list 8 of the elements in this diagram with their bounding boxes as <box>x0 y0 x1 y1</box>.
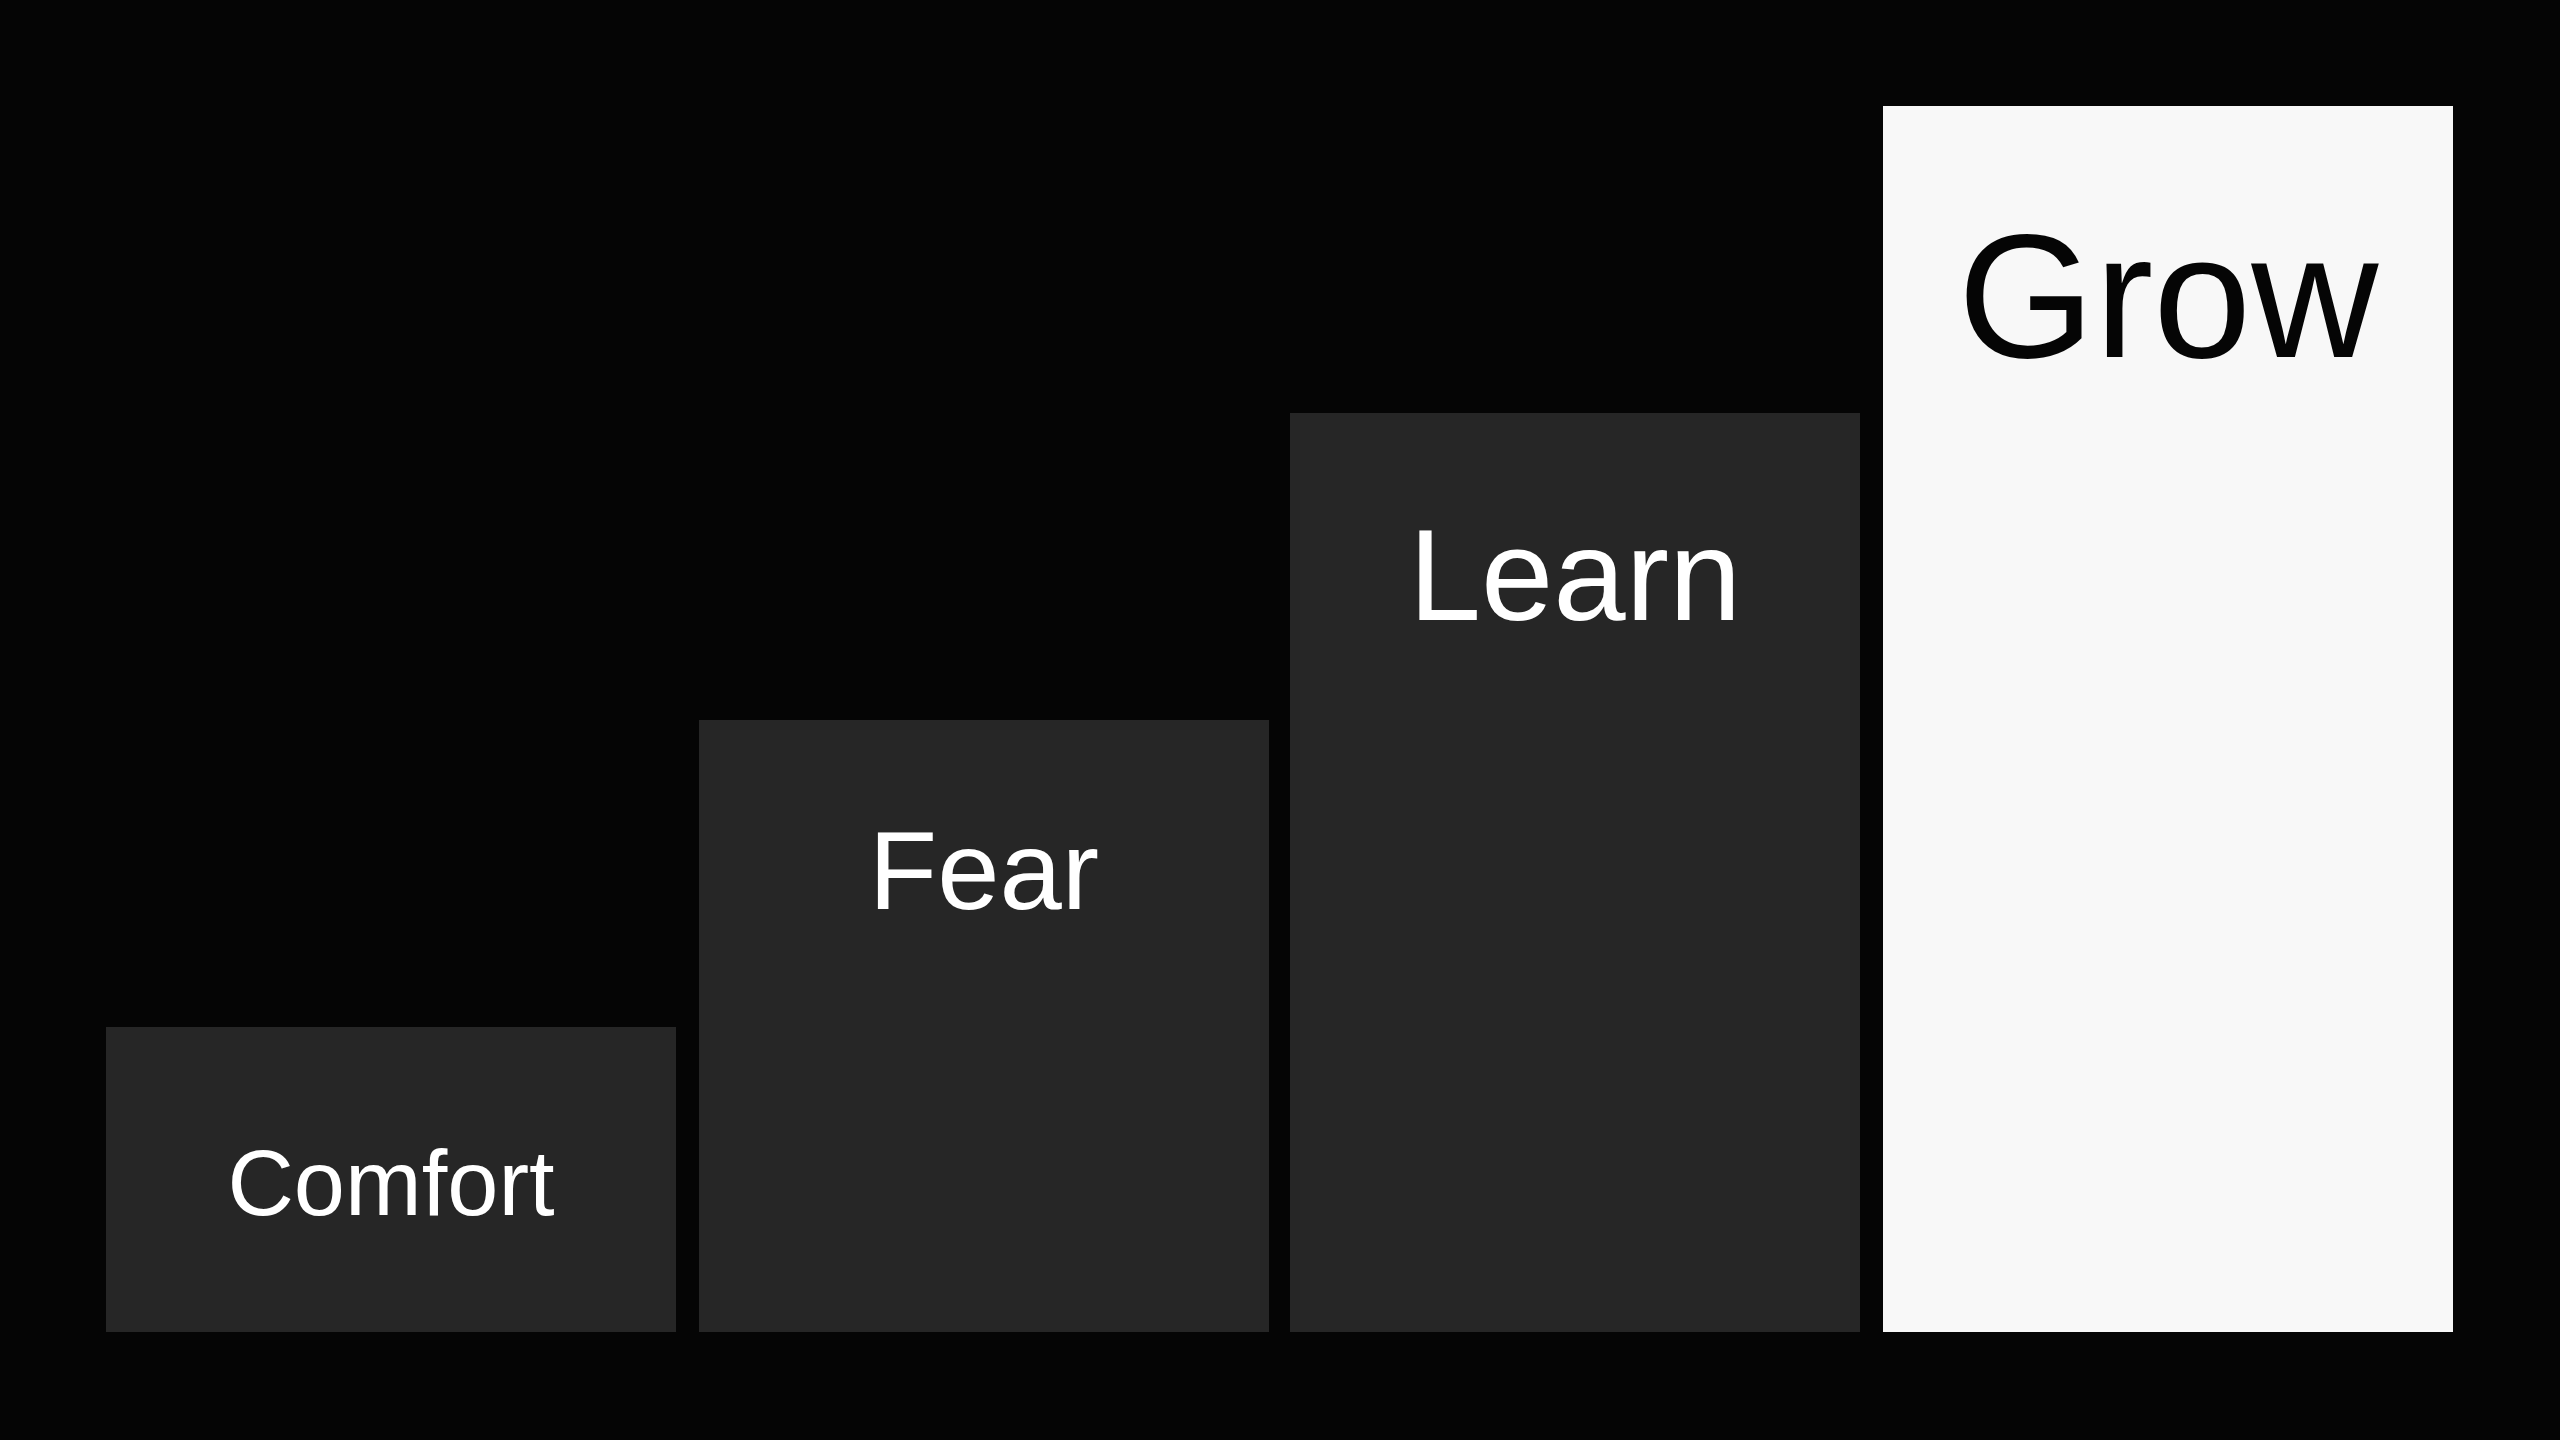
step-block <box>699 720 1269 1332</box>
step-label: Fear <box>868 815 1100 927</box>
step-label: Comfort <box>227 1137 555 1229</box>
step-label: Learn <box>1408 510 1742 640</box>
step-block <box>1883 106 2453 1332</box>
step-block <box>1290 413 1860 1332</box>
step-block <box>106 1027 676 1332</box>
step-label: Grow <box>1957 208 2379 384</box>
